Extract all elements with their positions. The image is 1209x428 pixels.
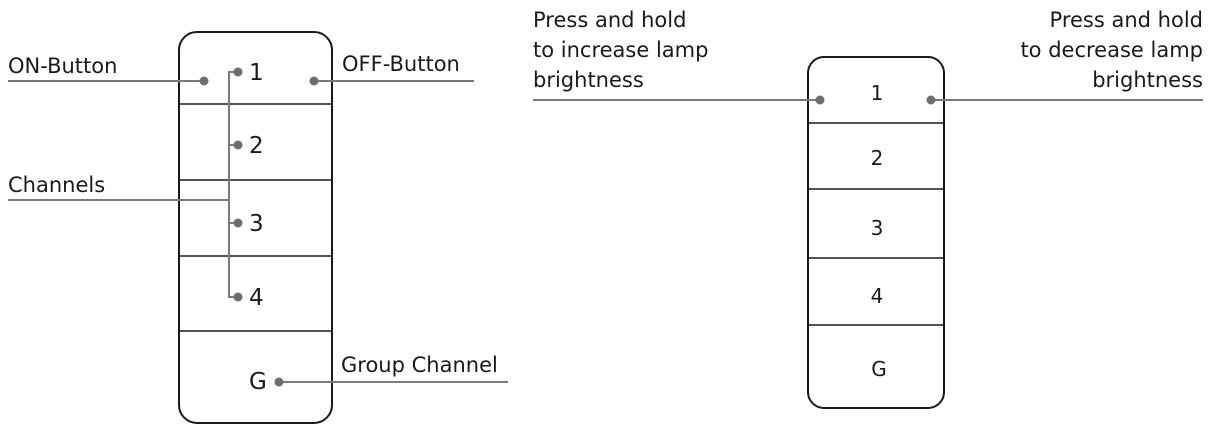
left-button-2: 2 xyxy=(249,133,264,159)
left-button-3: 3 xyxy=(249,211,264,237)
increase-label-line-3: brightness xyxy=(533,68,644,92)
left-button-g: G xyxy=(249,369,267,395)
group-channel-label: Group Channel xyxy=(341,353,498,377)
left-remote: 1 2 3 4 G ON-Button OFF-Button Channels … xyxy=(8,31,508,424)
on-button-label: ON-Button xyxy=(8,54,117,78)
right-remote-body xyxy=(807,56,945,409)
right-button-3: 3 xyxy=(871,216,884,240)
on-button-dot xyxy=(199,76,209,86)
left-button-1: 1 xyxy=(249,60,264,86)
off-button-dot xyxy=(309,76,319,86)
decrease-label-line-1: Press and hold xyxy=(1050,8,1203,32)
decrease-label-line-3: brightness xyxy=(1092,68,1203,92)
right-remote: 1 2 3 4 G Press and hold to increase lam… xyxy=(533,8,1203,409)
channel-dot-3 xyxy=(233,218,243,228)
off-button-label: OFF-Button xyxy=(342,52,460,76)
channel-dot-1 xyxy=(233,67,243,77)
increase-label-line-2: to increase lamp xyxy=(533,38,708,62)
decrease-label-line-2: to decrease lamp xyxy=(1020,38,1203,62)
left-remote-body xyxy=(178,31,333,424)
channels-bracket xyxy=(228,71,238,298)
group-channel-dot xyxy=(274,377,284,387)
decrease-dot xyxy=(926,95,936,105)
left-button-4: 4 xyxy=(249,285,264,311)
right-button-g: G xyxy=(871,357,887,381)
increase-dot xyxy=(815,95,825,105)
increase-label-line-1: Press and hold xyxy=(533,8,686,32)
channels-label: Channels xyxy=(8,173,105,197)
channel-dot-2 xyxy=(233,140,243,150)
right-button-2: 2 xyxy=(871,146,884,170)
channel-dot-4 xyxy=(233,292,243,302)
right-button-4: 4 xyxy=(871,284,884,308)
right-button-1: 1 xyxy=(871,81,884,105)
